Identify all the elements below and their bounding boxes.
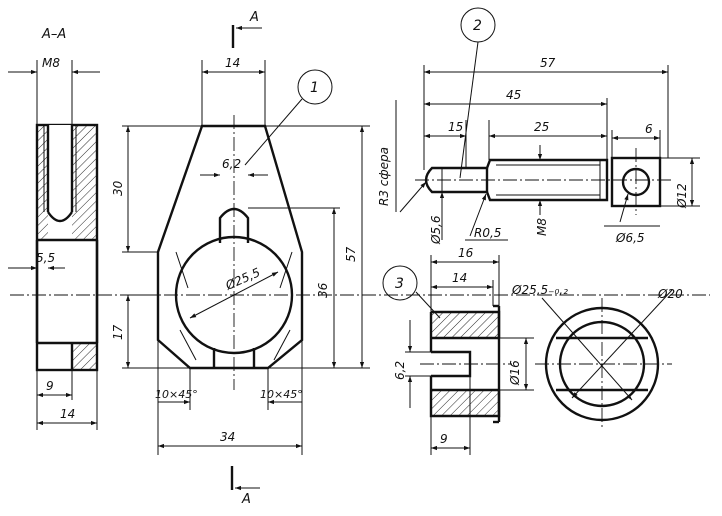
part1-front-view: 1 14 30 6,2 Ø25,5 bbox=[111, 56, 370, 455]
section-view-a-a: A–A M8 5,5 9 bbox=[8, 27, 710, 430]
balloon-part3: 3 bbox=[395, 276, 404, 292]
dim-57-part2: 57 bbox=[540, 56, 556, 70]
dim-6-2-part3: 6,2 bbox=[393, 361, 407, 380]
dim-36: 36 bbox=[316, 282, 330, 298]
dim-34: 34 bbox=[220, 430, 235, 444]
r3-sphere: R3 сфера bbox=[377, 147, 391, 206]
dim-5-5-section: 5,5 bbox=[36, 251, 55, 265]
dim-d25-5-part1: Ø25,5 bbox=[223, 265, 263, 293]
dim-9-part3: 9 bbox=[440, 432, 448, 446]
part3-bushing-view: 3 16 14 6,2 Ø16 bbox=[382, 246, 683, 455]
balloon-part1: 1 bbox=[310, 80, 319, 96]
dim-m8-part2: M8 bbox=[535, 218, 549, 236]
section-letter-bottom: A bbox=[241, 492, 251, 507]
dim-d16: Ø16 bbox=[508, 360, 522, 386]
dim-14-part3: 14 bbox=[452, 271, 467, 285]
dim-d25-5-tol: Ø25,5₋₀,₂ bbox=[511, 283, 568, 297]
chamfer-right: 10×45° bbox=[260, 388, 303, 401]
dim-14-part1: 14 bbox=[225, 56, 240, 70]
dim-d12: Ø12 bbox=[675, 183, 689, 209]
section-markers: A A bbox=[230, 10, 262, 507]
dim-6-2-part1: 6,2 bbox=[222, 157, 241, 171]
dim-d6-5: Ø6,5 bbox=[615, 231, 645, 245]
dim-16-part3: 16 bbox=[458, 246, 474, 260]
dim-9-section: 9 bbox=[46, 379, 54, 393]
dim-57-part1: 57 bbox=[344, 246, 358, 262]
dim-15: 15 bbox=[448, 120, 463, 134]
dim-m8-section: M8 bbox=[42, 56, 60, 70]
dim-14-section: 14 bbox=[60, 407, 75, 421]
dim-d20: Ø20 bbox=[657, 287, 683, 301]
dim-30: 30 bbox=[111, 180, 125, 196]
dim-d5-6: Ø5,6 bbox=[429, 215, 443, 245]
dim-17: 17 bbox=[111, 324, 125, 340]
dim-25: 25 bbox=[534, 120, 549, 134]
chamfer-left: 10×45° bbox=[155, 388, 198, 401]
dim-45: 45 bbox=[506, 88, 521, 102]
dim-6: 6 bbox=[645, 122, 653, 136]
balloon-part2: 2 bbox=[473, 18, 482, 34]
section-letter-top: A bbox=[249, 10, 259, 25]
section-label: A–A bbox=[41, 27, 66, 42]
dim-r0-5: R0,5 bbox=[474, 226, 501, 240]
part2-pin-view: 2 57 45 15 25 6 bbox=[377, 7, 700, 245]
